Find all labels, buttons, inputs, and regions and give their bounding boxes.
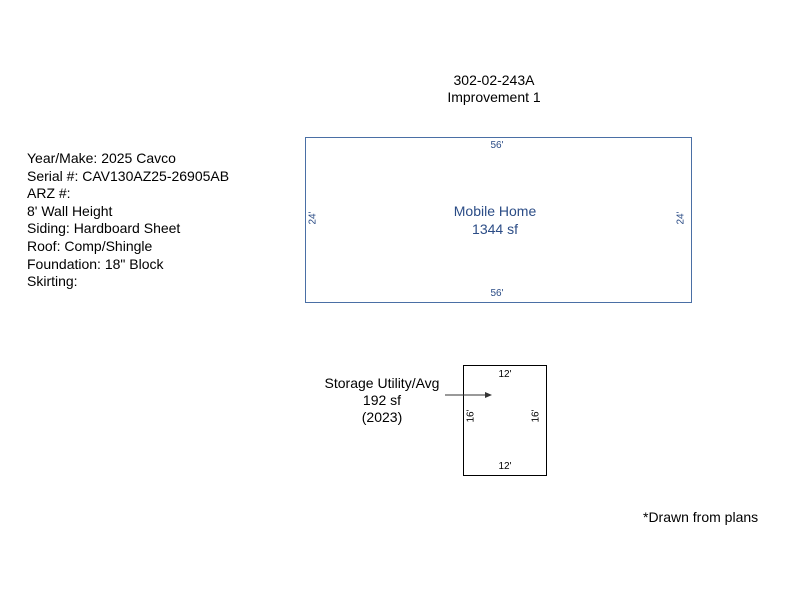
storage-left-dim: 16' — [465, 409, 477, 423]
mobile-home-area: 1344 sf — [472, 221, 518, 237]
mobile-home-bottom-dim: 56' — [490, 288, 504, 299]
storage-year: (2023) — [361, 409, 403, 425]
arrow-icon — [445, 392, 492, 398]
info-line: Foundation: 18" Block — [27, 255, 164, 272]
info-line: Serial #: CAV130AZ25-26905AB — [27, 167, 230, 184]
mobile-home-top-dim: 56' — [490, 140, 504, 151]
info-line: Roof: Comp/Shingle — [27, 237, 153, 254]
storage-bottom-dim: 12' — [498, 461, 512, 472]
storage-top-dim: 12' — [498, 369, 512, 380]
drawn-from-plans-note: *Drawn from plans — [643, 509, 759, 525]
mobile-home-label: Mobile Home 1344 sf — [400, 202, 590, 238]
info-line: Year/Make: 2025 Cavco — [27, 150, 176, 166]
parcel-number: 302-02-243A — [453, 72, 535, 88]
storage-area: 192 sf — [362, 392, 402, 408]
storage-outline — [463, 365, 547, 476]
info-line: 8' Wall Height — [27, 202, 113, 219]
storage-name: Storage Utility/Avg — [324, 375, 440, 391]
info-line: Skirting: — [27, 273, 78, 290]
info-line: Siding: Hardboard Sheet — [27, 220, 181, 237]
improvement-info: Year/Make: 2025 Cavco Serial #: CAV130AZ… — [27, 150, 229, 291]
info-line: ARZ #: — [27, 185, 71, 202]
storage-right-dim: 16' — [530, 409, 542, 423]
mobile-home-left-dim: 24' — [307, 211, 319, 225]
mobile-home-right-dim: 24' — [675, 211, 687, 225]
improvement-title: Improvement 1 — [447, 89, 541, 105]
mobile-home-outline — [305, 137, 692, 303]
mobile-home-name: Mobile Home — [453, 203, 537, 219]
storage-label: Storage Utility/Avg 192 sf (2023) — [302, 375, 462, 426]
